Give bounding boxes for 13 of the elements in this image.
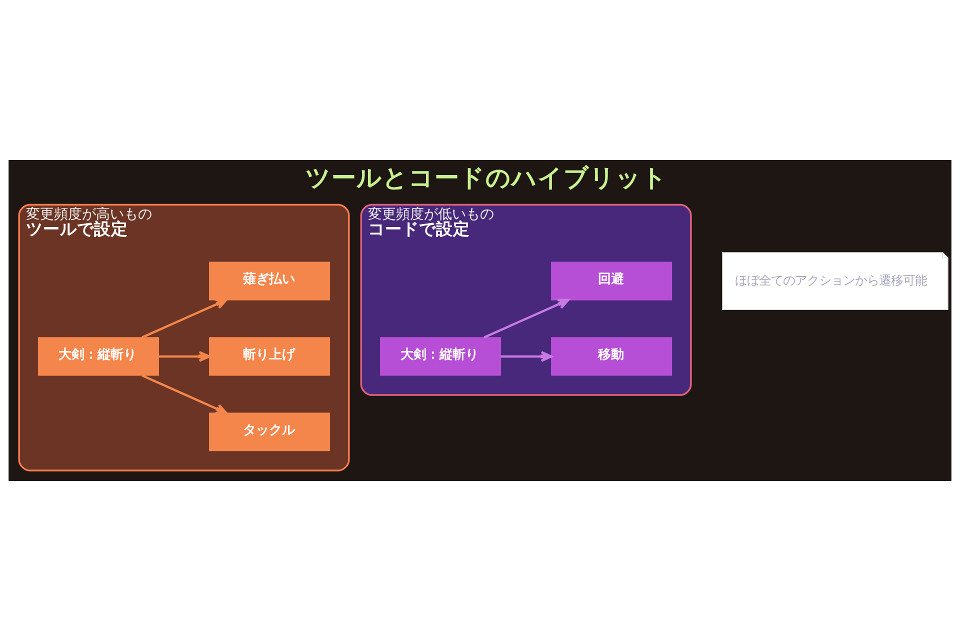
node-box: 大剣：縦斬り: [38, 336, 159, 376]
node-box: 回避: [551, 261, 672, 300]
node-box: 移動: [551, 336, 672, 376]
diagram-title: ツールとコードのハイブリット: [305, 162, 668, 192]
node-box: 大剣：縦斬り: [380, 336, 502, 376]
arrow: [484, 298, 570, 338]
arrow: [158, 350, 210, 362]
node-box: 斬り上げ: [209, 336, 330, 376]
arrow: [142, 374, 228, 414]
arrow: [500, 350, 552, 362]
node-box: 薙ぎ払い: [209, 261, 330, 300]
arrow: [142, 298, 228, 338]
node-box: タックル: [209, 412, 330, 451]
